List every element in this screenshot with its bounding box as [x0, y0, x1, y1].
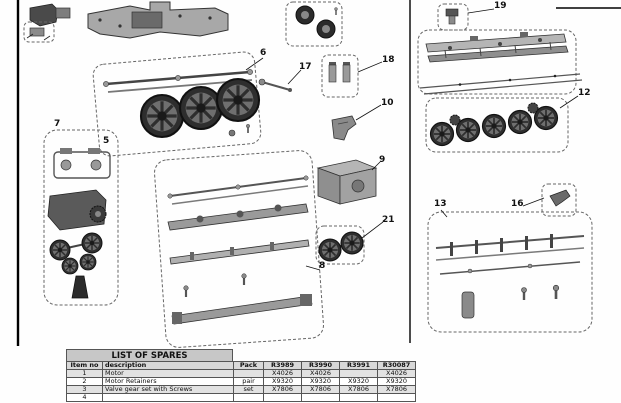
part-17-crankpin-rod: [258, 69, 302, 92]
cell-description: Valve gear set with Screws: [102, 385, 234, 394]
cell-r3990: X7806: [301, 385, 340, 394]
cell-r30087: X7806: [377, 385, 416, 394]
cell-r3989: [263, 393, 302, 402]
cell-item: 1: [66, 369, 103, 378]
spares-table: Item no description Pack R3989 R3990 R39…: [66, 361, 416, 402]
part-label-7: 7: [54, 119, 61, 129]
part-19-small-clip: [437, 3, 495, 31]
part-5-driving-wheel-set: [92, 51, 264, 157]
cell-r30087: [377, 393, 416, 402]
spares-table-region: LIST OF SPARES Item no description Pack …: [66, 349, 416, 402]
part-label-18: 18: [382, 55, 395, 65]
part-label-12: 12: [578, 88, 591, 98]
cell-pack: [233, 369, 264, 378]
cell-r3991: [339, 393, 378, 402]
col-header-r3989: R3989: [263, 361, 302, 370]
cell-item: 2: [66, 377, 103, 386]
top-left-coupler-part: [23, 3, 71, 43]
part-10-bracket: [331, 104, 382, 141]
cell-pack: pair: [233, 377, 264, 386]
page-border-lines: [16, 0, 621, 346]
cell-description: [102, 393, 234, 402]
part-label-21: 21: [382, 215, 395, 225]
cell-r3989: X4026: [263, 369, 302, 378]
part-16-small-bracket: [522, 183, 577, 217]
top-chassis-plate: [87, 1, 229, 39]
cell-description: Motor Retainers: [102, 377, 234, 386]
part-18-brush-springs: [321, 54, 383, 98]
cell-r30087: X9320: [377, 377, 416, 386]
cell-r3989: X7806: [263, 385, 302, 394]
cell-item: 3: [66, 385, 103, 394]
cell-r3989: X9320: [263, 377, 302, 386]
part-label-16: 16: [511, 199, 524, 209]
table-row: 1 Motor X4026 X4026 X4026: [66, 369, 416, 378]
table-row: 2 Motor Retainers pair X9320 X9320 X9320…: [66, 377, 416, 386]
part-label-5: 5: [103, 136, 110, 146]
col-header-r3991: R3991: [339, 361, 378, 370]
cell-r30087: X4026: [377, 369, 416, 378]
part-8-chassis-base-group: [154, 150, 324, 348]
part-label-10: 10: [381, 98, 394, 108]
cell-description: Motor: [102, 369, 234, 378]
col-header-description: description: [102, 361, 234, 370]
col-header-item: Item no: [66, 361, 103, 370]
part-13-brake-rigging-group: [427, 209, 593, 333]
top-gear-wheel-pair: [285, 1, 343, 47]
table-row: 3 Valve gear set with Screws set X7806 X…: [66, 385, 416, 394]
table-header-row: Item no description Pack R3989 R3990 R39…: [66, 361, 416, 370]
part-21-wheel-pair: [315, 221, 384, 265]
part-7-bogie-motor-group: [43, 129, 119, 306]
part-label-6: 6: [260, 48, 267, 58]
col-header-pack: Pack: [233, 361, 264, 370]
cell-r3990: X4026: [301, 369, 340, 378]
cell-pack: [233, 393, 264, 402]
part-label-19: 19: [494, 1, 507, 11]
loco-frame-assembly: [417, 29, 583, 95]
part-label-8: 8: [319, 261, 326, 271]
cell-pack: set: [233, 385, 264, 394]
part-label-17: 17: [299, 62, 312, 72]
cell-r3991: X7806: [339, 385, 378, 394]
part-9-motor-housing: [316, 159, 381, 205]
table-row: 4: [66, 393, 416, 402]
part-label-13: 13: [434, 199, 447, 209]
spares-title: LIST OF SPARES: [66, 349, 233, 362]
cell-r3991: X9320: [339, 377, 378, 386]
part-label-9: 9: [379, 155, 386, 165]
exploded-diagram: [16, 0, 621, 348]
col-header-r3990: R3990: [301, 361, 340, 370]
col-header-r30087: R30087: [377, 361, 416, 370]
cell-r3990: [301, 393, 340, 402]
part-12-wheel-gear-set: [425, 95, 579, 153]
cell-r3990: X9320: [301, 377, 340, 386]
cell-r3991: [339, 369, 378, 378]
cell-item: 4: [66, 393, 103, 402]
